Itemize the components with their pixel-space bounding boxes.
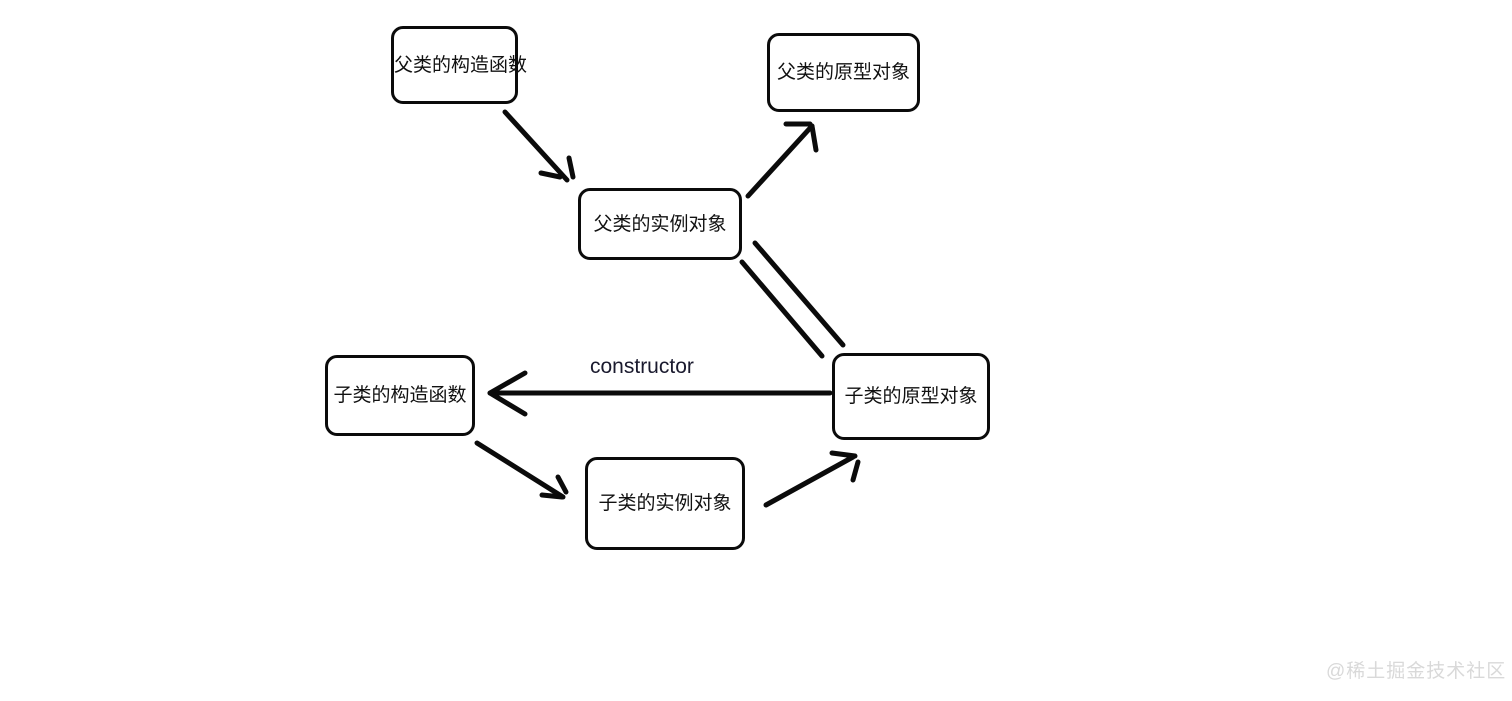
node-parent-prototype[interactable]: 父类的原型对象 xyxy=(767,33,920,112)
edge-line xyxy=(474,440,566,500)
double-line-upper xyxy=(752,240,846,348)
edge-line xyxy=(502,109,570,183)
node-label-child-instance: 子类的实例对象 xyxy=(598,493,732,514)
edge-line xyxy=(745,123,815,199)
edge-parent-constructor-to-parent-instance xyxy=(502,109,576,183)
arrowhead-upper xyxy=(487,370,528,396)
node-child-constructor[interactable]: 子类的构造函数 xyxy=(325,355,475,436)
node-child-instance[interactable]: 子类的实例对象 xyxy=(585,457,745,550)
watermark: @稀土掘金技术社区 xyxy=(1326,661,1507,682)
edge-parent-instance-to-parent-prototype xyxy=(745,121,819,199)
arrowhead-stroke-b xyxy=(539,492,565,500)
edge-line xyxy=(763,454,856,508)
node-label-child-prototype: 子类的原型对象 xyxy=(844,386,978,407)
node-label-parent-instance: 父类的实例对象 xyxy=(593,213,727,235)
arrowhead-stroke-b xyxy=(809,123,819,153)
edge-label-constructor: constructor xyxy=(586,355,698,379)
edge-child-constructor-to-child-instance xyxy=(474,440,569,500)
node-child-prototype[interactable]: 子类的原型对象 xyxy=(832,353,990,440)
arrowhead-stroke-b xyxy=(538,170,563,180)
node-label-child-constructor: 子类的构造函数 xyxy=(333,385,467,406)
arrowhead-stroke-a xyxy=(566,155,576,180)
arrowhead-stroke-b xyxy=(850,459,861,483)
edge-parent-instance-to-child-prototype xyxy=(739,240,846,359)
arrowhead-stroke-a xyxy=(829,450,858,459)
arrowhead-lower xyxy=(487,390,528,417)
edge-child-prototype-to-child-constructor xyxy=(487,370,833,417)
double-line-lower xyxy=(739,259,825,359)
edge-child-instance-to-child-prototype xyxy=(763,450,861,508)
node-parent-instance[interactable]: 父类的实例对象 xyxy=(578,188,742,260)
node-label-parent-constructor: 父类的构造函数 xyxy=(394,54,528,76)
node-label-parent-prototype: 父类的原型对象 xyxy=(776,62,910,83)
arrowhead-stroke-a xyxy=(555,474,569,495)
node-parent-constructor[interactable]: 父类的构造函数 xyxy=(391,26,527,104)
